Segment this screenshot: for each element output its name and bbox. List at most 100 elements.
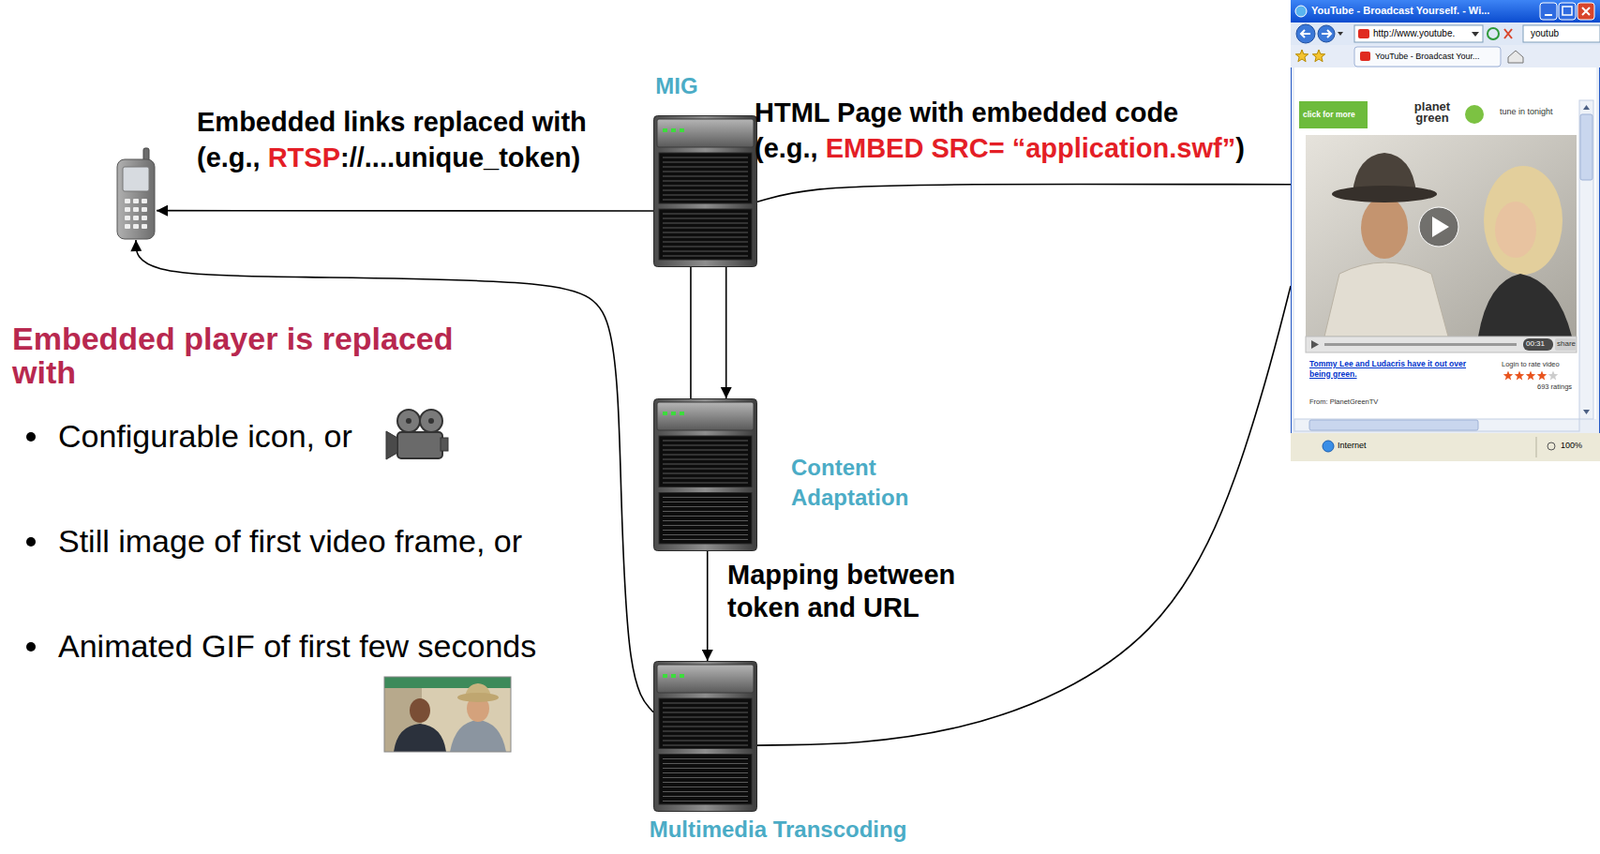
status-text: Internet bbox=[1337, 440, 1367, 451]
bullet-item-holder: Animated GIF of first few seconds bbox=[58, 627, 537, 666]
browser-shape bbox=[1294, 418, 1580, 432]
annotation-text-holder: ) bbox=[1235, 132, 1245, 165]
browser-shape bbox=[1478, 273, 1572, 337]
browser-shape bbox=[1290, 0, 1600, 462]
annotation-text: ://....unique_token) bbox=[340, 141, 581, 175]
browser-shape bbox=[1548, 371, 1558, 381]
server-shape bbox=[658, 209, 752, 260]
uploader-text-holder: From: PlanetGreenTV bbox=[1309, 397, 1378, 406]
connector bbox=[757, 285, 1291, 746]
server-shape bbox=[654, 399, 758, 552]
bullet-dots bbox=[26, 432, 36, 442]
server-shape bbox=[662, 501, 748, 503]
browser-shape bbox=[1503, 371, 1513, 381]
annotation-text: Embedded links replaced with bbox=[196, 105, 587, 139]
server-shape bbox=[662, 772, 748, 774]
video-thumbnail bbox=[384, 676, 511, 752]
camera-icon bbox=[419, 409, 443, 433]
server-shape bbox=[662, 745, 748, 747]
server-shape bbox=[662, 185, 748, 187]
server-shape bbox=[662, 673, 668, 678]
server-shape bbox=[662, 795, 748, 797]
rating-text: 693 ratings bbox=[1537, 382, 1572, 391]
camera-icon bbox=[397, 432, 443, 459]
browser-shape bbox=[1299, 101, 1368, 129]
server-shape bbox=[662, 781, 748, 783]
browser-shape bbox=[1537, 371, 1547, 381]
edge-label-holder: Mapping between token and URL bbox=[727, 558, 986, 625]
annotation-text-holder: ://....unique_token) bbox=[340, 141, 581, 175]
browser-shape bbox=[1360, 196, 1408, 259]
rating-text-holder: 693 ratings bbox=[1537, 382, 1572, 391]
browser-shape bbox=[1358, 29, 1370, 39]
server-shape bbox=[662, 223, 748, 225]
node-label-holder: Multimedia Transcoding bbox=[649, 816, 908, 844]
server-shape bbox=[662, 162, 748, 164]
server-shape bbox=[662, 721, 748, 723]
server-shape bbox=[662, 227, 748, 229]
logo-text-holder: planet green bbox=[1410, 101, 1454, 125]
server-shape bbox=[662, 735, 748, 737]
phone-shape bbox=[133, 215, 139, 221]
annotation-text-holder: (e.g., bbox=[196, 141, 261, 175]
server-shape bbox=[662, 445, 748, 447]
bullet-item: Configurable icon, or bbox=[58, 417, 353, 456]
server-shape bbox=[662, 454, 748, 456]
server-shape bbox=[662, 463, 748, 465]
server-shape bbox=[662, 255, 748, 257]
video-title-link: Tommy Lee and Ludacris have it out over … bbox=[1309, 358, 1479, 379]
server-shape bbox=[657, 402, 754, 431]
node-label-holder: MIG bbox=[655, 73, 698, 101]
address-text-holder: http://www.youtube. bbox=[1373, 28, 1455, 40]
browser-shape bbox=[1295, 5, 1307, 17]
server-shape bbox=[662, 176, 748, 178]
browser-shape bbox=[1295, 49, 1308, 62]
browser-shape bbox=[1337, 31, 1344, 36]
server-shape bbox=[662, 232, 748, 234]
server-shape bbox=[662, 767, 748, 769]
browser-shape bbox=[1483, 165, 1563, 275]
annotation-text-holder: (e.g., bbox=[754, 132, 819, 165]
browser-shape bbox=[1580, 114, 1593, 180]
server-shape bbox=[658, 435, 752, 488]
phone-shape bbox=[141, 207, 148, 212]
phone-shape bbox=[124, 224, 131, 229]
browser-shape bbox=[1583, 409, 1590, 415]
browser-shape bbox=[1321, 29, 1331, 38]
code-text: EMBED SRC= “application.swf” bbox=[825, 132, 1236, 165]
server-node: MIG bbox=[653, 115, 758, 268]
server-shape bbox=[662, 524, 748, 526]
browser-shape bbox=[1514, 371, 1525, 381]
server-shape bbox=[662, 166, 748, 168]
server-shape bbox=[662, 171, 748, 173]
server-shape bbox=[662, 791, 748, 793]
phone-shape bbox=[133, 207, 139, 212]
annotation-text: ) bbox=[1235, 132, 1245, 165]
server-shape bbox=[662, 478, 748, 479]
bullet-item-holder: Configurable icon, or bbox=[58, 417, 353, 456]
server-shape bbox=[662, 237, 748, 239]
browser-shape bbox=[1432, 216, 1450, 238]
status-text-holder: Internet bbox=[1337, 440, 1367, 451]
server-shape bbox=[662, 740, 748, 742]
server-shape bbox=[662, 449, 748, 451]
server-shape bbox=[679, 673, 685, 678]
phone-shape bbox=[133, 198, 139, 204]
browser-shape bbox=[1290, 0, 1600, 23]
video-thumbnail bbox=[449, 719, 507, 752]
server-shape bbox=[662, 468, 748, 470]
server-shape bbox=[662, 800, 748, 802]
video-title-link-holder: Tommy Lee and Ludacris have it out over … bbox=[1309, 358, 1479, 379]
button-text: share bbox=[1556, 339, 1576, 349]
status-text: 100% bbox=[1560, 440, 1583, 451]
server-shape bbox=[658, 754, 752, 806]
server-shape bbox=[662, 510, 748, 512]
server-shape bbox=[657, 664, 754, 693]
server-shape bbox=[662, 411, 668, 416]
browser-shape bbox=[1296, 24, 1316, 44]
server-shape bbox=[671, 128, 676, 133]
browser-shape bbox=[1354, 46, 1501, 67]
browser-shape bbox=[1523, 338, 1554, 351]
server-shape bbox=[662, 180, 748, 182]
node-label-holder: Content Adaptation bbox=[791, 452, 932, 514]
